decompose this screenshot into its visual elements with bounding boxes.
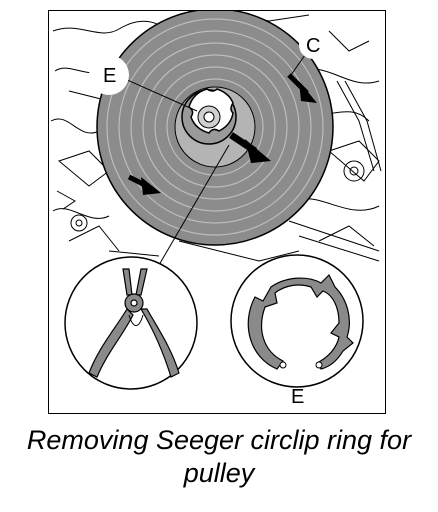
caption-line-1: Removing Seeger circlip ring for	[26, 425, 412, 455]
pulley-illustration: E C	[50, 11, 382, 408]
arrow-bottom-left	[127, 174, 161, 195]
label-circlip-detail: E	[291, 386, 304, 408]
label-c-callout: C	[290, 31, 327, 76]
ring-lug-hole-right	[315, 361, 323, 369]
label-e-callout: E	[89, 55, 198, 112]
arrow-circlip-removal	[229, 132, 271, 163]
engine-background-sketch	[50, 12, 382, 262]
detail-leader-line	[158, 144, 230, 266]
arrow-direction-c	[287, 73, 317, 103]
figure-frame: E C	[48, 10, 386, 414]
circlip-pliers-icon	[88, 268, 180, 378]
pliers-detail	[64, 256, 198, 390]
ring-detail: E	[230, 254, 364, 408]
label-belt-direction: C	[306, 35, 320, 57]
pulley	[96, 11, 334, 246]
label-circlip-main: E	[103, 65, 116, 87]
caption-line-2: pulley	[183, 458, 255, 488]
ring-lug-hole-left	[279, 361, 287, 369]
